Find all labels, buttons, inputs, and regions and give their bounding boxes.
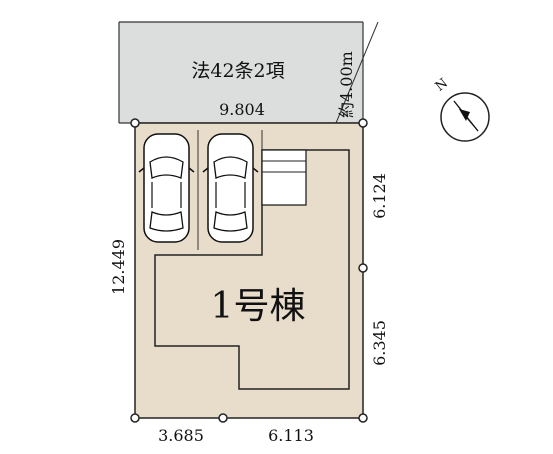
road-width-label: 約4.00m: [337, 51, 356, 118]
boundary-points: [130, 118, 368, 423]
boundary-point: [130, 118, 140, 128]
boundary-point: [358, 413, 368, 423]
road-area: [119, 22, 363, 123]
dim-left: 12.449: [109, 239, 128, 295]
boundary-point: [358, 118, 368, 128]
boundary-point: [130, 413, 140, 423]
porch-steps: [261, 149, 307, 206]
dim-right-lower: 6.345: [370, 320, 389, 366]
road-label: 法42条2項: [191, 60, 284, 82]
car-2: [202, 133, 259, 243]
dim-bottom-left: 3.685: [158, 426, 204, 445]
north-compass-icon: N: [433, 76, 490, 142]
car-1: [138, 133, 195, 243]
boundary-point: [358, 263, 368, 273]
dim-top: 9.804: [219, 100, 265, 119]
boundary-point: [218, 413, 228, 423]
building-label: 1号棟: [211, 286, 306, 327]
dim-right-upper: 6.124: [370, 173, 389, 219]
compass-label: N: [433, 76, 451, 95]
dim-bottom-right: 6.113: [268, 426, 314, 445]
road-width-leader: [335, 21, 379, 124]
